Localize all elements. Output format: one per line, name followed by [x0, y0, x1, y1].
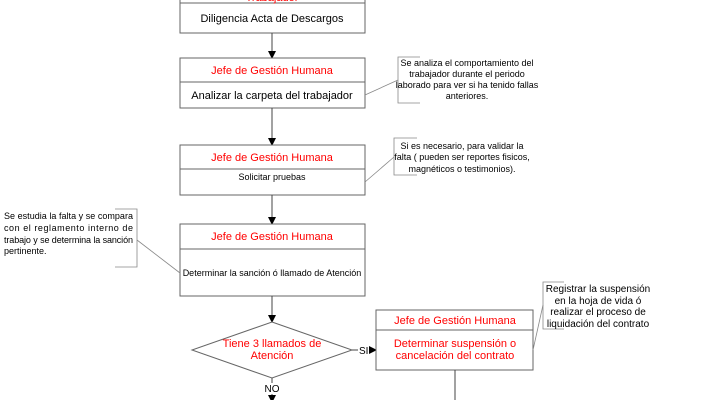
no-label: NO [265, 384, 280, 395]
step-action: Diligencia Acta de Descargos [200, 13, 344, 25]
svg-text:trabajo y se determina la sanc: trabajo y se determina la sanción [4, 235, 133, 245]
svg-text:realizar el proceso de: realizar el proceso de [550, 307, 646, 318]
step-role: Jefe de Gestión Humana [211, 65, 334, 77]
annotation-analizar: Se analiza el comportamiento del trabaja… [364, 56, 539, 104]
step-role: Jefe de Gestión Humana [394, 315, 517, 327]
yes-label: SI [359, 346, 368, 357]
step-role: Jefe de Gestión Humana [211, 152, 334, 164]
step-action: Determinar la sanción ó llamado de Atenc… [183, 268, 362, 278]
annotation-suspension: Registrar la suspensión en la hoja de vi… [532, 281, 651, 351]
step-box-analizar: Jefe de Gestión Humana Analizar la carpe… [179, 57, 366, 109]
svg-text:Si es necesario, para validar: Si es necesario, para validar la [400, 141, 523, 151]
step-box-suspension: Jefe de Gestión Humana Determinar suspen… [375, 309, 534, 371]
svg-text:liquidación del contrato: liquidación del contrato [547, 319, 650, 330]
step-box-diligencia: Trabajador Diligencia Acta de Descargos [179, 0, 366, 34]
decision-text: Atención [251, 350, 294, 362]
annotation-pruebas: Si es necesario, para validar la falta (… [364, 137, 530, 183]
step-box-determinar-sancion: Jefe de Gestión Humana Determinar la san… [179, 223, 366, 297]
svg-text:anteriores.: anteriores. [446, 91, 489, 101]
annotation-sancion: Se estudia la falta y se compara con el … [4, 208, 181, 274]
svg-text:laborado para ver si ha tenido: laborado para ver si ha tenido fallas [396, 80, 539, 90]
svg-text:magnéticos o testimonios).: magnéticos o testimonios). [408, 164, 515, 174]
step-role: Jefe de Gestión Humana [211, 231, 334, 243]
svg-text:falta ( pueden ser reportes fi: falta ( pueden ser reportes fisicos, [394, 152, 530, 162]
svg-text:trabajador durante el periodo: trabajador durante el periodo [409, 69, 525, 79]
step-action: cancelación del contrato [396, 350, 515, 362]
svg-text:en la hoja de vida ó: en la hoja de vida ó [555, 296, 642, 307]
svg-text:con el reglamento interno de: con el reglamento interno de [4, 223, 133, 233]
decision-text: Tiene 3 llamados de [223, 338, 322, 350]
step-action: Determinar suspensión o [394, 338, 516, 350]
svg-text:Registrar la suspensión: Registrar la suspensión [546, 284, 651, 295]
svg-text:pertinente.: pertinente. [4, 246, 47, 256]
step-action: Analizar la carpeta del trabajador [191, 90, 353, 102]
svg-text:Se analiza el comportamiento d: Se analiza el comportamiento del [400, 58, 533, 68]
step-role: Trabajador [246, 0, 299, 4]
svg-text:Se estudia la falta y se compa: Se estudia la falta y se compara [4, 211, 133, 221]
step-box-solicitar: Jefe de Gestión Humana Solicitar pruebas [179, 144, 366, 196]
step-action: Solicitar pruebas [238, 172, 306, 182]
decision-diamond: Tiene 3 llamados de Atención [190, 321, 354, 379]
